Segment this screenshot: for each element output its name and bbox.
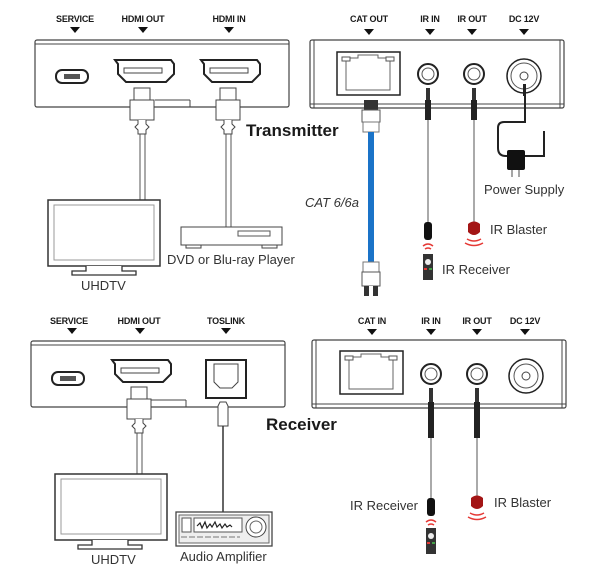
dvd-player-label: DVD or Blu-ray Player (167, 252, 296, 267)
port-label-ir-in: IR IN (420, 14, 440, 24)
cat-cable-label: CAT 6/6a (305, 195, 359, 210)
ir-receiver-label-bottom: IR Receiver (350, 498, 419, 513)
hdmi-cable-to-tv-rx (126, 386, 152, 474)
hdmi-cable-to-tv (129, 87, 155, 200)
audio-amplifier-device: Audio Amplifier (175, 511, 273, 564)
transmitter-left-panel: SERVICE HDMI OUT HDMI IN (34, 14, 290, 108)
port-label-service: SERVICE (56, 14, 94, 24)
remote-control-icon-rx (426, 528, 436, 554)
power-supply-device: Power Supply (484, 84, 565, 197)
ir-receiver-bottom: IR Receiver (350, 388, 437, 554)
ir-blaster-label-top: IR Blaster (490, 222, 548, 237)
port-label-dc-12v: DC 12V (509, 14, 540, 24)
ir-receiver-top: IR Receiver (422, 88, 511, 280)
port-label-service-rx: SERVICE (50, 316, 88, 326)
transmitter-right-panel: CAT OUT IR IN IR OUT DC 12V (309, 14, 565, 109)
receiver-left-panel: SERVICE HDMI OUT TOSLINK (30, 316, 286, 408)
port-label-ir-in-rx: IR IN (421, 316, 441, 326)
port-label-hdmi-in: HDMI IN (212, 14, 245, 24)
audio-amplifier-label: Audio Amplifier (180, 549, 267, 564)
remote-control-icon (423, 254, 433, 280)
hdmi-out-port-rx (110, 359, 172, 383)
ir-blaster-bottom: IR Blaster (467, 388, 552, 521)
uhdtv-device-top: UHDTV (47, 199, 161, 293)
ir-blaster-label-bottom: IR Blaster (494, 495, 552, 510)
port-label-dc-12v-rx: DC 12V (510, 316, 541, 326)
port-label-hdmi-out-rx: HDMI OUT (118, 316, 162, 326)
ir-blaster-top: IR Blaster (464, 88, 548, 247)
cat-cable (361, 100, 381, 296)
port-label-cat-in: CAT IN (358, 316, 386, 326)
port-label-ir-out: IR OUT (457, 14, 487, 24)
dvd-player-device: DVD or Blu-ray Player (167, 226, 296, 267)
power-supply-label: Power Supply (484, 182, 565, 197)
port-label-cat-out: CAT OUT (350, 14, 389, 24)
receiver-right-panel: CAT IN IR IN IR OUT DC 12V (311, 316, 567, 409)
hdmi-in-port (199, 59, 261, 83)
port-label-hdmi-out: HDMI OUT (122, 14, 166, 24)
transmitter-title: Transmitter (246, 121, 339, 140)
hdmi-cable-to-player (215, 87, 241, 227)
port-label-ir-out-rx: IR OUT (462, 316, 492, 326)
cat-cable-line (368, 132, 374, 262)
toslink-cable (217, 401, 229, 512)
ir-receiver-label-top: IR Receiver (442, 262, 511, 277)
hdmi-out-port (113, 59, 175, 83)
uhdtv-label-top: UHDTV (81, 278, 126, 293)
port-label-toslink: TOSLINK (207, 316, 246, 326)
uhdtv-device-bottom: UHDTV (54, 473, 168, 567)
uhdtv-label-bottom: UHDTV (91, 552, 136, 567)
receiver-title: Receiver (266, 415, 337, 434)
